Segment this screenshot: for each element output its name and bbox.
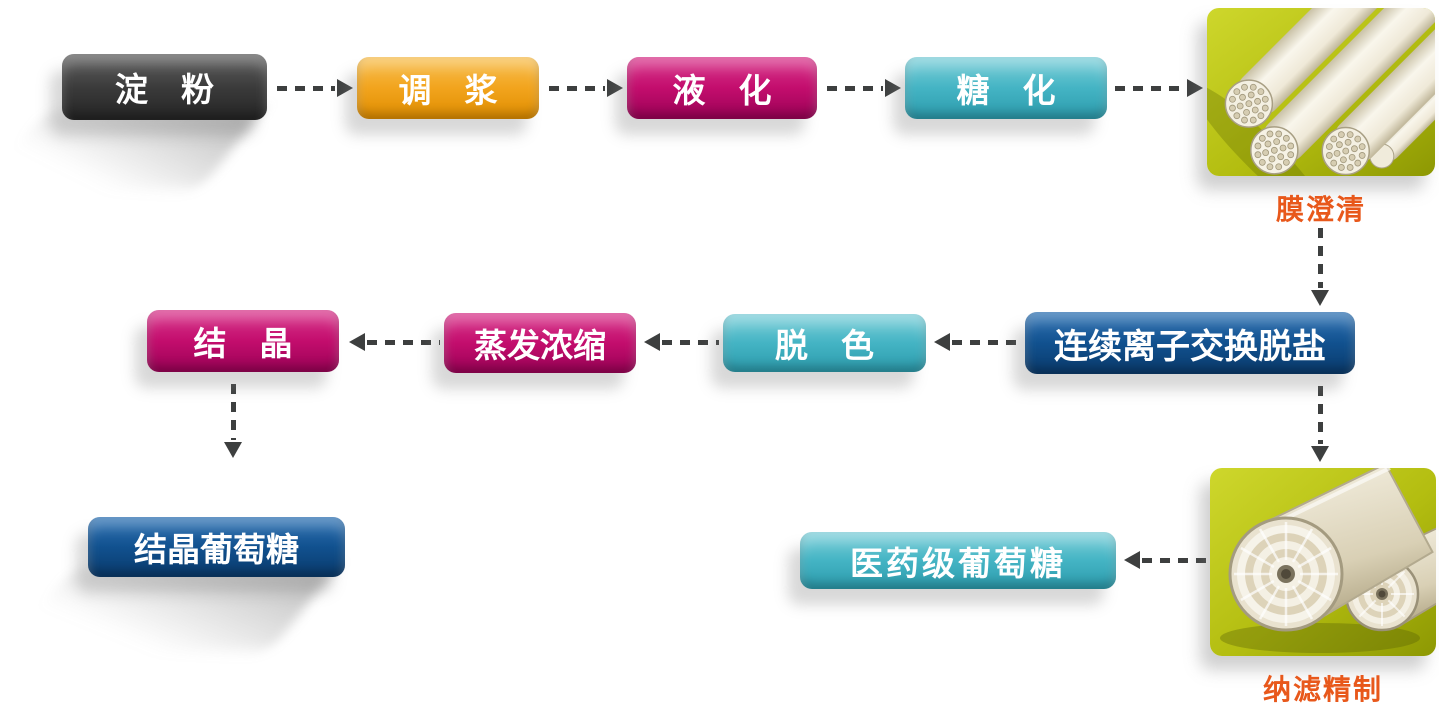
arrow-dash-line [662,339,719,345]
flow-node-slurry-mixing: 调 浆 [357,57,539,119]
arrow-evaporation-to-crystallization [349,333,440,351]
arrow-head-icon [349,333,365,351]
arrow-dash-line [549,85,605,91]
arrow-liquefaction-to-saccharification [827,79,901,97]
arrow-ion-exchange-to-nanofiltration [1311,386,1329,462]
arrow-dash-line [367,339,440,345]
arrow-dash-line [827,85,883,91]
arrow-head-icon [224,442,242,458]
arrow-dash-line [1115,85,1185,91]
arrow-decolorization-to-evaporation [644,333,719,351]
flow-node-evaporation-concentration: 蒸发浓缩 [444,313,636,373]
flow-node-pharmaceutical-grade-glucose: 医药级葡萄糖 [800,532,1116,589]
flow-node-crystallization: 结 晶 [147,310,339,372]
starch-box-shadow [0,110,263,188]
arrow-membrane-to-ion-exchange [1311,228,1329,306]
membrane-clarification-caption: 膜澄清 [1275,195,1366,226]
arrow-head-icon [1311,446,1329,462]
arrow-dash-line [230,384,236,440]
arrow-saccharification-to-membrane [1115,79,1203,97]
arrow-crystallization-to-crystal-glucose [224,384,242,458]
arrow-head-icon [1311,290,1329,306]
arrow-head-icon [644,333,660,351]
arrow-nanofiltration-to-pharma-glucose [1124,551,1206,569]
arrow-dash-line [1142,557,1206,563]
flow-node-ion-exchange-desalting: 连续离子交换脱盐 [1025,312,1355,374]
nanofiltration-refining-caption: 纳滤精制 [1262,675,1383,706]
arrow-head-icon [1187,79,1203,97]
ceramic-membrane-photo [1207,8,1435,176]
crystal-glucose-box-shadow [9,568,337,650]
arrow-dash-line [277,85,335,91]
arrow-dash-line [1317,228,1323,288]
arrow-dash-line [952,339,1021,345]
spiral-membrane-photo [1210,468,1436,656]
flow-node-crystalline-glucose: 结晶葡萄糖 [88,517,345,577]
spiral-membrane-illustration [1210,468,1436,656]
arrow-head-icon [337,79,353,97]
flow-node-saccharification: 糖 化 [905,57,1107,119]
arrow-head-icon [885,79,901,97]
flow-node-starch: 淀 粉 [62,54,267,120]
flow-node-decolorization: 脱 色 [723,314,926,372]
arrow-head-icon [1124,551,1140,569]
arrow-starch-to-slurry [277,79,353,97]
ceramic-membrane-illustration [1207,8,1435,176]
arrow-ion-exchange-to-decolorization [934,333,1021,351]
arrow-dash-line [1317,386,1323,444]
arrow-head-icon [607,79,623,97]
flow-node-liquefaction: 液 化 [627,57,817,119]
arrow-slurry-to-liquefaction [549,79,623,97]
arrow-head-icon [934,333,950,351]
